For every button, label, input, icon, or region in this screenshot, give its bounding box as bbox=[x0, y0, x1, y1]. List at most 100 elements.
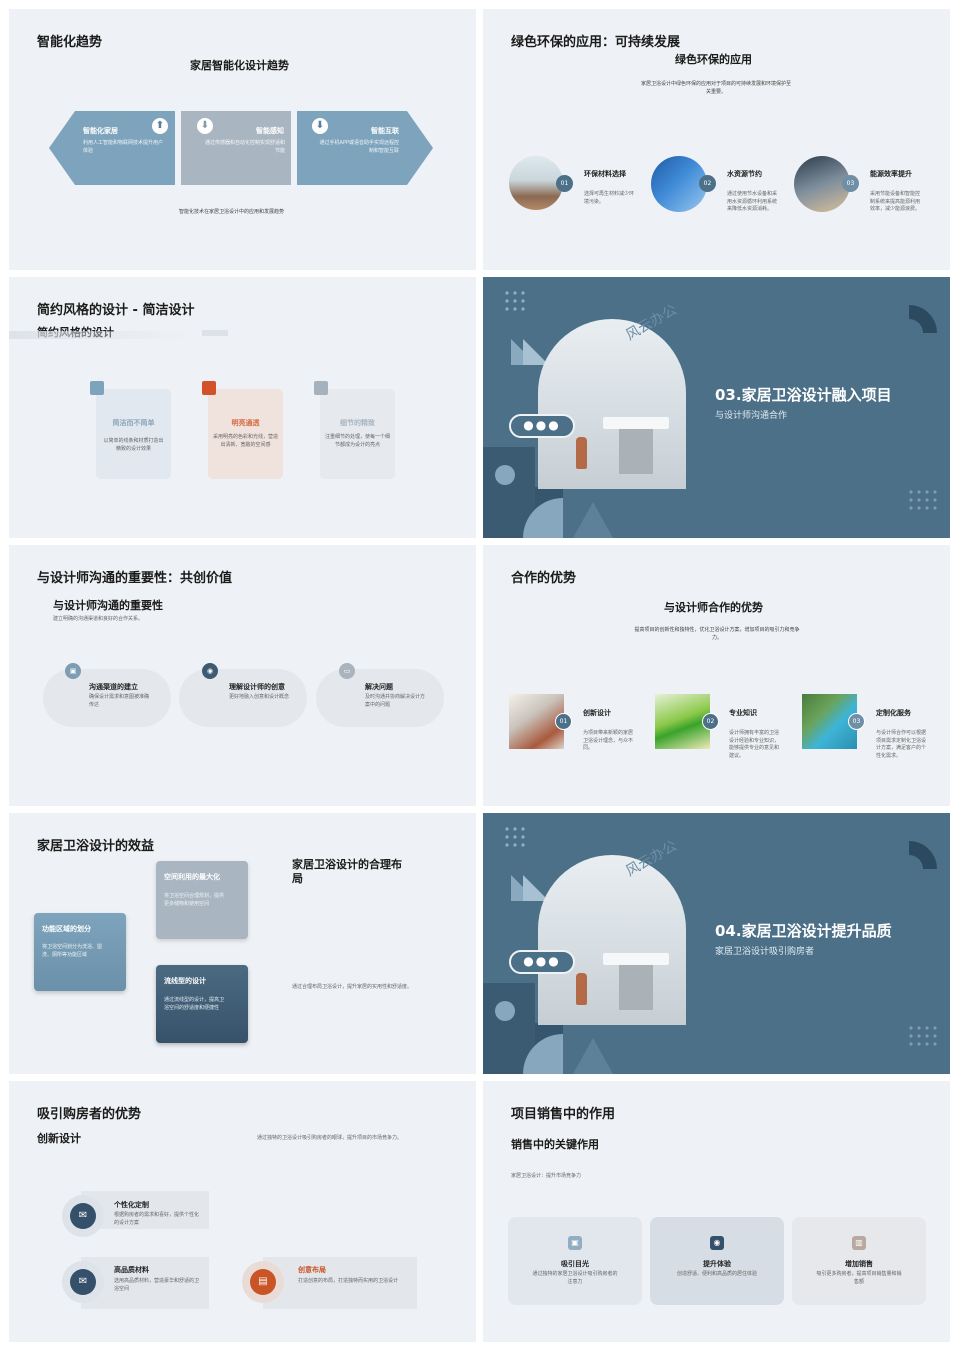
skyscraper-image bbox=[794, 156, 850, 212]
target-icon: ◉ bbox=[202, 663, 218, 679]
vase bbox=[576, 437, 587, 469]
item-desc: 为项目带来新颖的家居卫浴设计理念，与众不同。 bbox=[583, 730, 634, 751]
item-desc: 及时沟通并协商解决设计方案中的问题 bbox=[365, 694, 426, 708]
slide-minimal-style: 简约风格的设计 - 简洁设计 简约风格的设计 简洁而不简单 以简单的线条和材质打… bbox=[9, 277, 476, 538]
card bbox=[156, 965, 248, 1043]
item-desc: 选择可再生材料减少环境污染。 bbox=[584, 191, 635, 205]
item-desc: 利用人工智能和物联网技术提升用户体验 bbox=[83, 140, 164, 154]
slide-desc: 家居卫浴设计：提升市场竞争力 bbox=[511, 1173, 582, 1179]
target-icon: ◉ bbox=[710, 1236, 724, 1250]
decor-shapes bbox=[483, 291, 937, 538]
slide-title: 项目销售中的作用 bbox=[511, 1107, 616, 1122]
badge-number: 03 bbox=[848, 713, 865, 730]
badge-number: 02 bbox=[699, 175, 716, 192]
card-desc: 以简单的线条和材质打造出精致的设计效果 bbox=[103, 438, 164, 452]
item-label: 智能互联 bbox=[371, 127, 399, 135]
message-icon: ✉ bbox=[70, 1203, 96, 1229]
item-desc: 通过传感器和自动化控制实现舒适和节能 bbox=[204, 140, 285, 154]
slide-buyer-advantages: 吸引购房者的优势 创新设计 通过独特的卫浴设计吸引购房者的眼球，提升项目的市场竞… bbox=[9, 1081, 476, 1342]
chart-icon: ▥ bbox=[852, 1236, 866, 1250]
slide-green-environment: 绿色环保的应用：可持续发展 绿色环保的应用 家居卫浴设计中绿色环保的应用对于项目… bbox=[483, 9, 950, 270]
slide-subtitle: 绿色环保的应用 bbox=[675, 53, 752, 66]
paint-roller-image bbox=[655, 694, 710, 749]
slide-communication: 与设计师沟通的重要性：共创价值 与设计师沟通的重要性 建立明确的沟通渠道和良好的… bbox=[9, 545, 476, 806]
pill-card bbox=[43, 669, 171, 727]
item-label: 专业知识 bbox=[729, 709, 757, 717]
chat-bubble-icon: ●●● bbox=[509, 950, 575, 974]
pool-image bbox=[802, 694, 857, 749]
item-desc: 根据购房者的需求和喜好，提供个性化的设计方案 bbox=[114, 1212, 200, 1226]
pill-card bbox=[179, 669, 307, 727]
card bbox=[156, 861, 248, 939]
section-slide-04: ●●● 风云办公 04.家居卫浴设计提升品质 家居卫浴设计吸引购房者 bbox=[483, 813, 950, 1074]
slide-subtitle: 家居智能化设计趋势 bbox=[190, 59, 289, 72]
card-desc: 将卫浴空间合理规划，提供更多储物和使用空间 bbox=[164, 893, 225, 907]
arrow-up-icon: ⬆ bbox=[152, 118, 168, 134]
room-image bbox=[509, 156, 563, 210]
card-label: 细节的精致 bbox=[340, 419, 375, 427]
item-desc: 通过使用节水设备和采用水资源循环利用系统来降低水资源消耗。 bbox=[727, 191, 778, 212]
section-subtitle: 与设计师沟通合作 bbox=[715, 411, 788, 421]
item-label: 个性化定制 bbox=[114, 1201, 149, 1209]
item-label: 定制化服务 bbox=[876, 709, 911, 717]
item-desc: 打造创意的布局，打造独特而实用的卫浴设计 bbox=[298, 1278, 399, 1284]
badge-number: 01 bbox=[556, 175, 573, 192]
item-desc: 确保设计需求和意图被准确传达 bbox=[89, 694, 150, 708]
card bbox=[792, 1217, 926, 1305]
card bbox=[208, 389, 283, 479]
arrow-down-icon: ⬇ bbox=[197, 118, 213, 134]
item-label: 创意布局 bbox=[298, 1266, 326, 1274]
square-icon bbox=[202, 381, 216, 395]
slide-desc: 通过合理布局卫浴设计，提升家居的实用性和舒适度。 bbox=[292, 984, 413, 990]
badge-number: 03 bbox=[842, 175, 859, 192]
building-image bbox=[651, 156, 707, 212]
arrow-down-icon: ⬇ bbox=[312, 118, 328, 134]
sink-pedestal bbox=[619, 429, 653, 474]
card-desc: 通过流线型的设计，提高卫浴空间的舒适度和便捷性 bbox=[164, 997, 225, 1011]
slide-sales-role: 项目销售中的作用 销售中的关键作用 家居卫浴设计：提升市场竞争力 ▣ 吸引目光 … bbox=[483, 1081, 950, 1342]
slide-desc: 提高项目的创新性和独特性，优化卫浴设计方案，增加项目的吸引力和竞争力。 bbox=[634, 627, 800, 641]
building-image bbox=[509, 694, 564, 749]
card-desc: 创造舒适、便利和高品质的居住体验 bbox=[676, 1271, 757, 1277]
section-title: 04.家居卫浴设计提升品质 bbox=[715, 922, 892, 940]
slide-desc: 家居卫浴设计中绿色环保的应用对于项目的可持续发展和环境保护至关重要。 bbox=[641, 81, 792, 95]
card-label: 吸引目光 bbox=[561, 1260, 589, 1268]
square-icon bbox=[314, 381, 328, 395]
card bbox=[650, 1217, 784, 1305]
item-label: 理解设计师的创意 bbox=[229, 683, 285, 691]
card-label: 明亮通透 bbox=[231, 419, 260, 427]
slide-subtitle: 与设计师沟通的重要性 bbox=[53, 599, 163, 612]
section-subtitle: 家居卫浴设计吸引购房者 bbox=[715, 947, 815, 957]
decor-shapes bbox=[483, 827, 937, 1074]
card bbox=[96, 389, 171, 479]
item-desc: 更好地融入创意和设计概念 bbox=[229, 694, 290, 700]
card-desc: 采用明亮的色彩和光线，营造出清新、宽敞的空间感 bbox=[212, 434, 278, 448]
image-icon: ▣ bbox=[65, 663, 81, 679]
card bbox=[34, 913, 126, 991]
image-icon: ▣ bbox=[568, 1236, 582, 1250]
card-label: 功能区域的划分 bbox=[42, 925, 91, 933]
slide-title: 家居卫浴设计的效益 bbox=[37, 839, 155, 854]
item-label: 解决问题 bbox=[365, 683, 393, 691]
arrow-banner bbox=[49, 111, 433, 185]
slide-subtitle: 创新设计 bbox=[37, 1132, 81, 1145]
bathroom-arch-image bbox=[538, 319, 686, 489]
card bbox=[263, 1257, 417, 1309]
slide-subtitle: 与设计师合作的优势 bbox=[664, 601, 763, 614]
item-label: 创新设计 bbox=[583, 709, 611, 717]
item-label: 沟通渠道的建立 bbox=[89, 683, 138, 691]
badge-number: 02 bbox=[702, 713, 719, 730]
slide-subtitle: 家居卫浴设计的合理布局 bbox=[292, 858, 402, 886]
card-label: 增加销售 bbox=[845, 1260, 873, 1268]
card bbox=[508, 1217, 642, 1305]
chat-bubble-icon: ●●● bbox=[509, 414, 575, 438]
square-icon bbox=[90, 381, 104, 395]
item-desc: 通过手机APP或语音助手实现远程控制和智能互联 bbox=[319, 140, 399, 154]
lock-icon: ▭ bbox=[339, 663, 355, 679]
slide-title: 与设计师沟通的重要性：共创价值 bbox=[37, 571, 233, 586]
slide-title: 简约风格的设计 - 简洁设计 bbox=[37, 303, 195, 318]
slide-intelligent-trend: 智能化趋势 家居智能化设计趋势 ⬆ ⬇ ⬇ 智能化家居 利用人工智能和物联网技术… bbox=[9, 9, 476, 270]
mail-icon: ✉ bbox=[70, 1269, 96, 1295]
slide-subtitle: 销售中的关键作用 bbox=[511, 1138, 599, 1151]
decor-bar bbox=[202, 330, 228, 336]
